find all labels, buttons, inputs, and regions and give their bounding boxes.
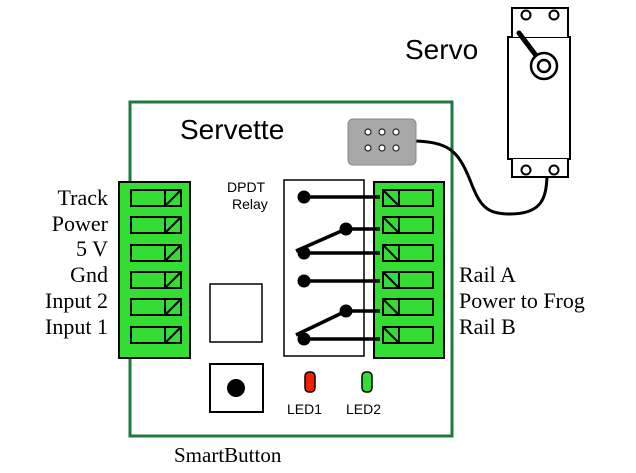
terminal-slot xyxy=(130,216,182,234)
terminal-slot xyxy=(130,271,182,289)
left-terminal-slots xyxy=(130,189,182,344)
right-terminal-slots xyxy=(382,189,434,344)
servo-body xyxy=(507,7,571,178)
board-title: Servette xyxy=(180,114,285,145)
terminal-slot xyxy=(382,189,434,207)
led2-indicator xyxy=(361,371,373,393)
relay-box xyxy=(283,179,365,357)
terminal-slot xyxy=(130,244,182,262)
servo-connector xyxy=(347,118,417,166)
right-terminal-label: Rail B xyxy=(459,314,516,339)
terminal-slot xyxy=(130,326,182,344)
right-terminal-label: Power to Frog xyxy=(459,288,585,313)
servo-label: Servo xyxy=(405,34,479,65)
left-terminal-label: Power xyxy=(51,211,108,236)
left-terminal-label: Input 1 xyxy=(45,314,108,339)
smartbutton-label: SmartButton xyxy=(174,443,282,467)
square-pad xyxy=(209,283,263,343)
left-terminal-label: 5 V xyxy=(76,236,108,261)
terminal-slot xyxy=(382,271,434,289)
servo-cable xyxy=(413,139,549,216)
left-terminal-label: Input 2 xyxy=(45,288,108,313)
terminal-slot xyxy=(130,298,182,316)
terminal-slot xyxy=(382,216,434,234)
left-terminal-label: Gnd xyxy=(70,262,108,287)
relay-label-line2: Relay xyxy=(232,196,268,212)
terminal-slot xyxy=(130,189,182,207)
led2-label: LED2 xyxy=(346,401,382,417)
terminal-slot xyxy=(382,326,434,344)
smart-button[interactable] xyxy=(209,363,264,413)
relay-label-line1: DPDT xyxy=(227,179,266,195)
relay-contacts xyxy=(295,190,380,346)
led1-indicator xyxy=(304,371,316,393)
terminal-slot xyxy=(382,298,434,316)
led1-label: LED1 xyxy=(287,401,323,417)
right-terminal-label: Rail A xyxy=(459,262,516,287)
terminal-slot xyxy=(382,244,434,262)
left-terminal-label: Track xyxy=(57,185,108,210)
